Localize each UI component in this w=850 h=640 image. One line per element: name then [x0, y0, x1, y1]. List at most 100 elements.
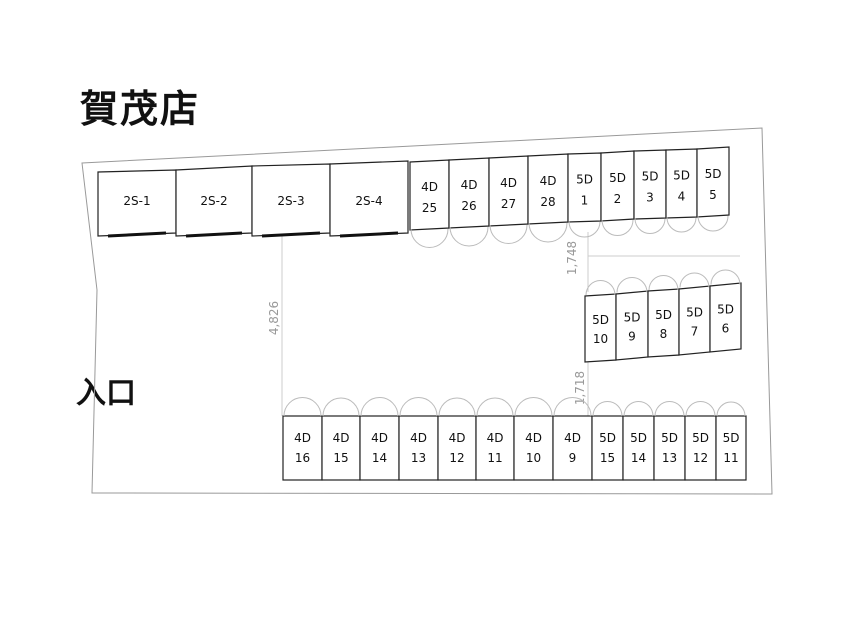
unit-box: [584, 293, 617, 363]
door-swing: [616, 277, 648, 293]
door-swing: [648, 275, 679, 291]
unit-label: 1: [581, 194, 589, 208]
unit-label: 5D: [705, 167, 722, 181]
door-swing: [601, 219, 634, 236]
door-swing: [585, 280, 616, 296]
unit-label: 10: [593, 332, 608, 346]
door-swing: [528, 222, 568, 243]
unit-label: 5D: [642, 170, 659, 184]
site-boundary: [81, 127, 773, 495]
door-swing: [666, 217, 697, 233]
unit-label: 2: [614, 192, 622, 206]
unit-label: 9: [569, 451, 577, 465]
door-swing: [654, 401, 685, 417]
unit-label: 5D: [692, 431, 709, 445]
unit-box: [647, 288, 680, 358]
door-swing: [410, 228, 449, 248]
unit-label: 6: [722, 322, 730, 336]
unit-box: [567, 152, 602, 223]
unit-label: 9: [628, 330, 636, 344]
unit-label: 4D: [333, 431, 350, 445]
unit-box: [633, 149, 667, 220]
door-swing: [553, 397, 592, 417]
unit-box: [488, 155, 529, 227]
door-swing: [634, 218, 666, 234]
unit-door-bar: [107, 231, 167, 238]
unit-label: 4D: [371, 431, 388, 445]
unit-label: 15: [600, 451, 615, 465]
door-swing: [438, 397, 476, 417]
unit-label: 12: [449, 451, 464, 465]
door-swing: [697, 215, 729, 232]
unit-label: 5D: [609, 171, 626, 185]
unit-door-bar: [339, 231, 399, 238]
unit-label: 5D: [661, 431, 678, 445]
unit-box: [475, 415, 515, 481]
door-swing: [679, 272, 710, 288]
unit-box: [329, 160, 409, 237]
door-swing: [399, 397, 438, 417]
unit-label: 13: [411, 451, 426, 465]
store-title: 賀茂店: [80, 87, 201, 131]
unit-label: 4D: [294, 431, 311, 445]
unit-label: 25: [422, 201, 437, 215]
unit-door-bar: [185, 231, 243, 238]
unit-label: 5D: [655, 308, 672, 322]
unit-label: 4D: [500, 176, 517, 190]
door-swing: [449, 226, 489, 247]
dimension-label: 1,748: [565, 241, 579, 275]
door-swing: [489, 224, 528, 244]
door-swing: [476, 397, 514, 417]
unit-label: 16: [295, 451, 310, 465]
unit-box: [398, 415, 439, 481]
unit-box: [665, 148, 698, 219]
door-swing: [360, 397, 399, 417]
unit-label: 4D: [487, 431, 504, 445]
dimension-label: 4,826: [267, 301, 281, 335]
unit-label: 14: [372, 451, 387, 465]
unit-label: 4D: [410, 431, 427, 445]
unit-label: 2S-3: [277, 194, 304, 208]
unit-box: [709, 282, 742, 353]
unit-label: 28: [540, 195, 555, 209]
unit-label: 4: [678, 190, 686, 204]
unit-label: 2S-4: [355, 194, 382, 208]
unit-label: 27: [501, 197, 516, 211]
unit-box: [715, 415, 747, 481]
unit-label: 12: [693, 451, 708, 465]
unit-box: [513, 415, 554, 481]
unit-label: 8: [660, 327, 668, 341]
unit-label: 5D: [576, 173, 593, 187]
door-swing: [568, 221, 601, 238]
unit-label: 10: [526, 451, 541, 465]
unit-label: 4D: [421, 180, 438, 194]
unit-label: 4D: [525, 431, 542, 445]
unit-box: [615, 290, 649, 361]
door-swing: [283, 397, 322, 417]
dimension-label: 1,718: [573, 371, 587, 405]
unit-label: 5: [709, 188, 717, 202]
door-swing: [322, 397, 360, 417]
door-swing: [716, 401, 746, 417]
unit-door-bar: [261, 231, 321, 238]
unit-label: 4D: [461, 178, 478, 192]
unit-label: 11: [487, 451, 502, 465]
unit-box: [600, 150, 635, 222]
unit-label: 15: [333, 451, 348, 465]
unit-label: 11: [723, 451, 738, 465]
unit-label: 5D: [599, 431, 616, 445]
unit-label: 5D: [592, 313, 609, 327]
unit-label: 4D: [564, 431, 581, 445]
unit-box: [653, 415, 686, 481]
unit-box: [678, 285, 711, 356]
unit-box: [696, 146, 730, 218]
door-swing: [514, 397, 553, 417]
door-swing: [710, 269, 741, 285]
unit-box: [321, 415, 361, 481]
unit-label: 5D: [686, 306, 703, 320]
door-swing: [592, 401, 623, 417]
unit-label: 4D: [449, 431, 466, 445]
